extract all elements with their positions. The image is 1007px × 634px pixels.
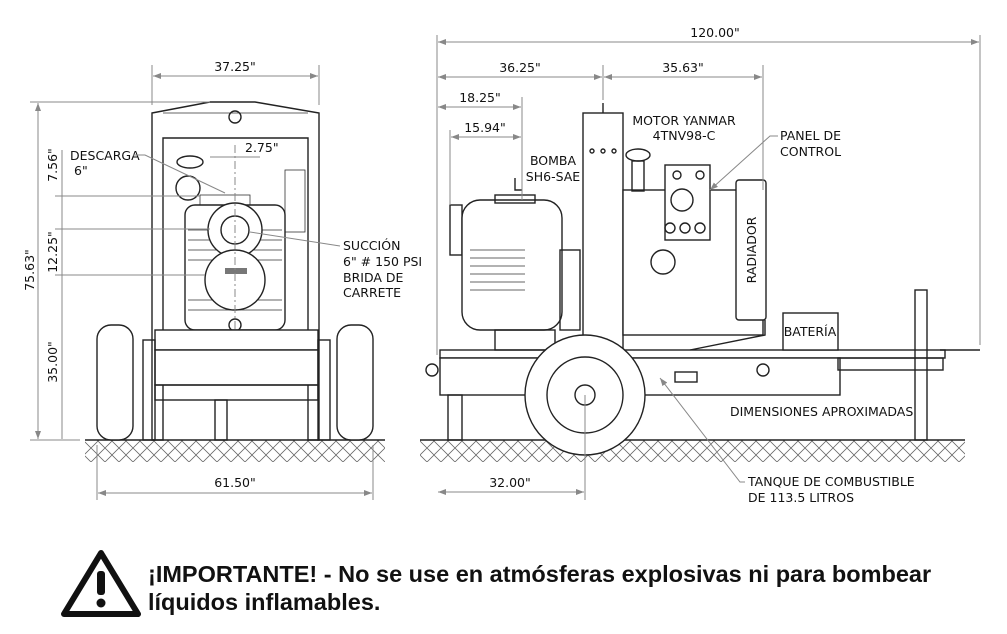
label-brida: BRIDA DE [343, 270, 404, 285]
label-panel-2: CONTROL [780, 144, 841, 159]
dim-h2: 12.25" [45, 231, 60, 273]
label-dimensiones: DIMENSIONES APROXIMADAS [730, 404, 913, 419]
battery [782, 312, 839, 351]
label-tanque-capacity: DE 113.5 LITROS [748, 490, 854, 505]
dim-offset: 2.75" [245, 140, 279, 155]
warning-icon [61, 550, 141, 617]
side-view: RADIADOR BATERÍA 120.00" 36.25" 35.63" 1… [420, 25, 981, 505]
label-succion-size: 6" # 150 PSI [343, 254, 422, 269]
dim-width-top: 37.25" [214, 59, 256, 74]
dim-width-base: 61.50" [214, 475, 256, 490]
dim-d2: 35.63" [662, 60, 704, 75]
radiator [735, 179, 767, 321]
dim-h3: 35.00" [45, 341, 60, 383]
label-bomba-model: SH6-SAE [526, 169, 581, 184]
label-carrete: CARRETE [343, 285, 401, 300]
label-descarga-size: 6" [74, 163, 88, 178]
label-bateria: BATERÍA [784, 324, 837, 339]
dim-height-total: 75.63" [22, 249, 37, 291]
warning-line-2: líquidos inflamables. [148, 589, 381, 615]
label-motor: MOTOR YANMAR [632, 113, 736, 128]
dim-h1: 7.56" [45, 148, 60, 182]
label-motor-model: 4TNV98-C [653, 128, 716, 143]
dim-d1: 36.25" [499, 60, 541, 75]
label-descarga: DESCARGA [70, 148, 140, 163]
ground-hatch [85, 440, 385, 462]
warning-line-1: ¡IMPORTANTE! - No se use en atmósferas e… [148, 561, 932, 587]
pump-body-side [461, 199, 563, 331]
dim-d4: 15.94" [464, 120, 506, 135]
dim-axle: 32.00" [489, 475, 531, 490]
lift-eye [228, 110, 242, 124]
trailer-top-rail [439, 349, 946, 359]
dim-d3: 18.25" [459, 90, 501, 105]
label-radiador: RADIADOR [744, 216, 759, 283]
label-panel: PANEL DE [780, 128, 841, 143]
ground-hatch-side [420, 440, 965, 462]
jack-stand [914, 289, 928, 441]
dim-length-total: 120.00" [690, 25, 740, 40]
label-bomba: BOMBA [530, 153, 577, 168]
warning-message: ¡IMPORTANTE! - No se use en atmósferas e… [148, 560, 931, 616]
base-skid [154, 329, 319, 351]
label-succion: SUCCIÓN [343, 238, 400, 253]
front-view: 37.25" 61.50" 75.63" 7.56" 12.25" 35.00"… [22, 59, 422, 500]
label-tanque: TANQUE DE COMBUSTIBLE [747, 474, 915, 489]
lift-frame [151, 101, 320, 441]
wheel-right [336, 324, 374, 441]
wheel-left [96, 324, 134, 441]
